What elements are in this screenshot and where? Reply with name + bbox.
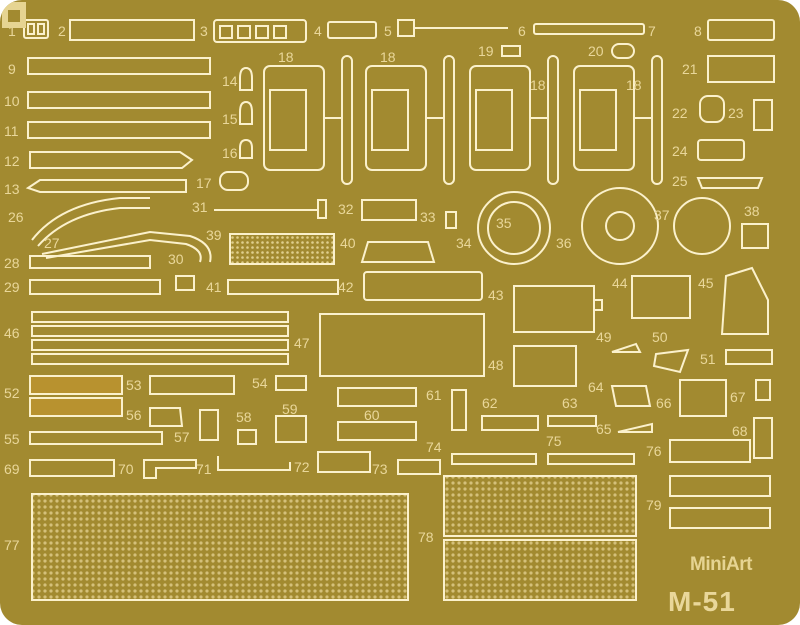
part-number: 73: [372, 461, 388, 477]
part-number: 8: [694, 23, 702, 39]
part-number: 18: [530, 77, 546, 93]
part-number: 49: [596, 329, 612, 345]
part-number: 50: [652, 329, 668, 345]
part-number: 76: [646, 443, 662, 459]
part-number: 32: [338, 201, 354, 217]
sheet-code: M-51: [668, 586, 736, 617]
part-number: 67: [730, 389, 746, 405]
miniart-logo: [2, 2, 26, 28]
part-number: 30: [168, 251, 184, 267]
part-number: 18: [380, 49, 396, 65]
part-number: 72: [294, 459, 310, 475]
part-number: 43: [488, 287, 504, 303]
part-number: 18: [626, 77, 642, 93]
part-number: 4: [314, 23, 322, 39]
part-number: 66: [656, 395, 672, 411]
part-number: 20: [588, 43, 604, 59]
part-number: 79: [646, 497, 662, 513]
part-number: 56: [126, 407, 142, 423]
part-number: 11: [4, 123, 19, 139]
part-number: 40: [340, 235, 356, 251]
part-number: 68: [732, 423, 748, 439]
part-number: 71: [196, 461, 212, 477]
part-number: 25: [672, 173, 688, 189]
part-number: 21: [682, 61, 698, 77]
part-number: 74: [426, 439, 442, 455]
part-number: 47: [294, 335, 310, 351]
part-number: 36: [556, 235, 572, 251]
part-number: 77: [4, 537, 20, 553]
part-number: 44: [612, 275, 628, 291]
brand-name: MiniArt: [690, 554, 752, 575]
part-number: 45: [698, 275, 714, 291]
part-number: 59: [282, 401, 298, 417]
part-number: 10: [4, 93, 20, 109]
part-number: 15: [222, 111, 238, 127]
part-number: 26: [8, 209, 24, 225]
part-number: 61: [426, 387, 442, 403]
part-number: 9: [8, 61, 16, 77]
part-number: 17: [196, 175, 212, 191]
part-number: 31: [192, 199, 208, 215]
part-number: 39: [206, 227, 222, 243]
part-number: 28: [4, 255, 20, 271]
part-number: 35: [496, 215, 512, 231]
part-number: 23: [728, 105, 744, 121]
part-number: 62: [482, 395, 498, 411]
part-number: 64: [588, 379, 604, 395]
part-number: 29: [4, 279, 20, 295]
part-number: 46: [4, 325, 20, 341]
part-number: 3: [200, 23, 208, 39]
part-number: 24: [672, 143, 688, 159]
part-number: 78: [418, 529, 434, 545]
part-number: 16: [222, 145, 238, 161]
part-number: 22: [672, 105, 688, 121]
part-number: 55: [4, 431, 20, 447]
part-number: 1: [8, 23, 16, 39]
part-number: 70: [118, 461, 134, 477]
part-number: 69: [4, 461, 20, 477]
part-number: 7: [648, 23, 656, 39]
part-number: 34: [456, 235, 472, 251]
part-number: 48: [488, 357, 504, 373]
part-number: 60: [364, 407, 380, 423]
part-number: 57: [174, 429, 190, 445]
part-number: 63: [562, 395, 578, 411]
part-number: 14: [222, 73, 238, 89]
part-number: 53: [126, 377, 142, 393]
part-number: 2: [58, 23, 66, 39]
part-number: 18: [278, 49, 294, 65]
part-number: 37: [654, 207, 670, 223]
part-number: 41: [206, 279, 222, 295]
part-number: 27: [44, 235, 60, 251]
part-number: 13: [4, 181, 20, 197]
part-number: 54: [252, 375, 268, 391]
part-number: 6: [518, 23, 526, 39]
part-number: 12: [4, 153, 20, 169]
part-number: 51: [700, 351, 716, 367]
part-number: 75: [546, 433, 562, 449]
part-number: 42: [338, 279, 354, 295]
part-number: 58: [236, 409, 252, 425]
part-number: 38: [744, 203, 760, 219]
part-number: 33: [420, 209, 436, 225]
part-number: 5: [384, 23, 392, 39]
part-number: 19: [478, 43, 494, 59]
part-number: 65: [596, 421, 612, 437]
part-number: 52: [4, 385, 20, 401]
